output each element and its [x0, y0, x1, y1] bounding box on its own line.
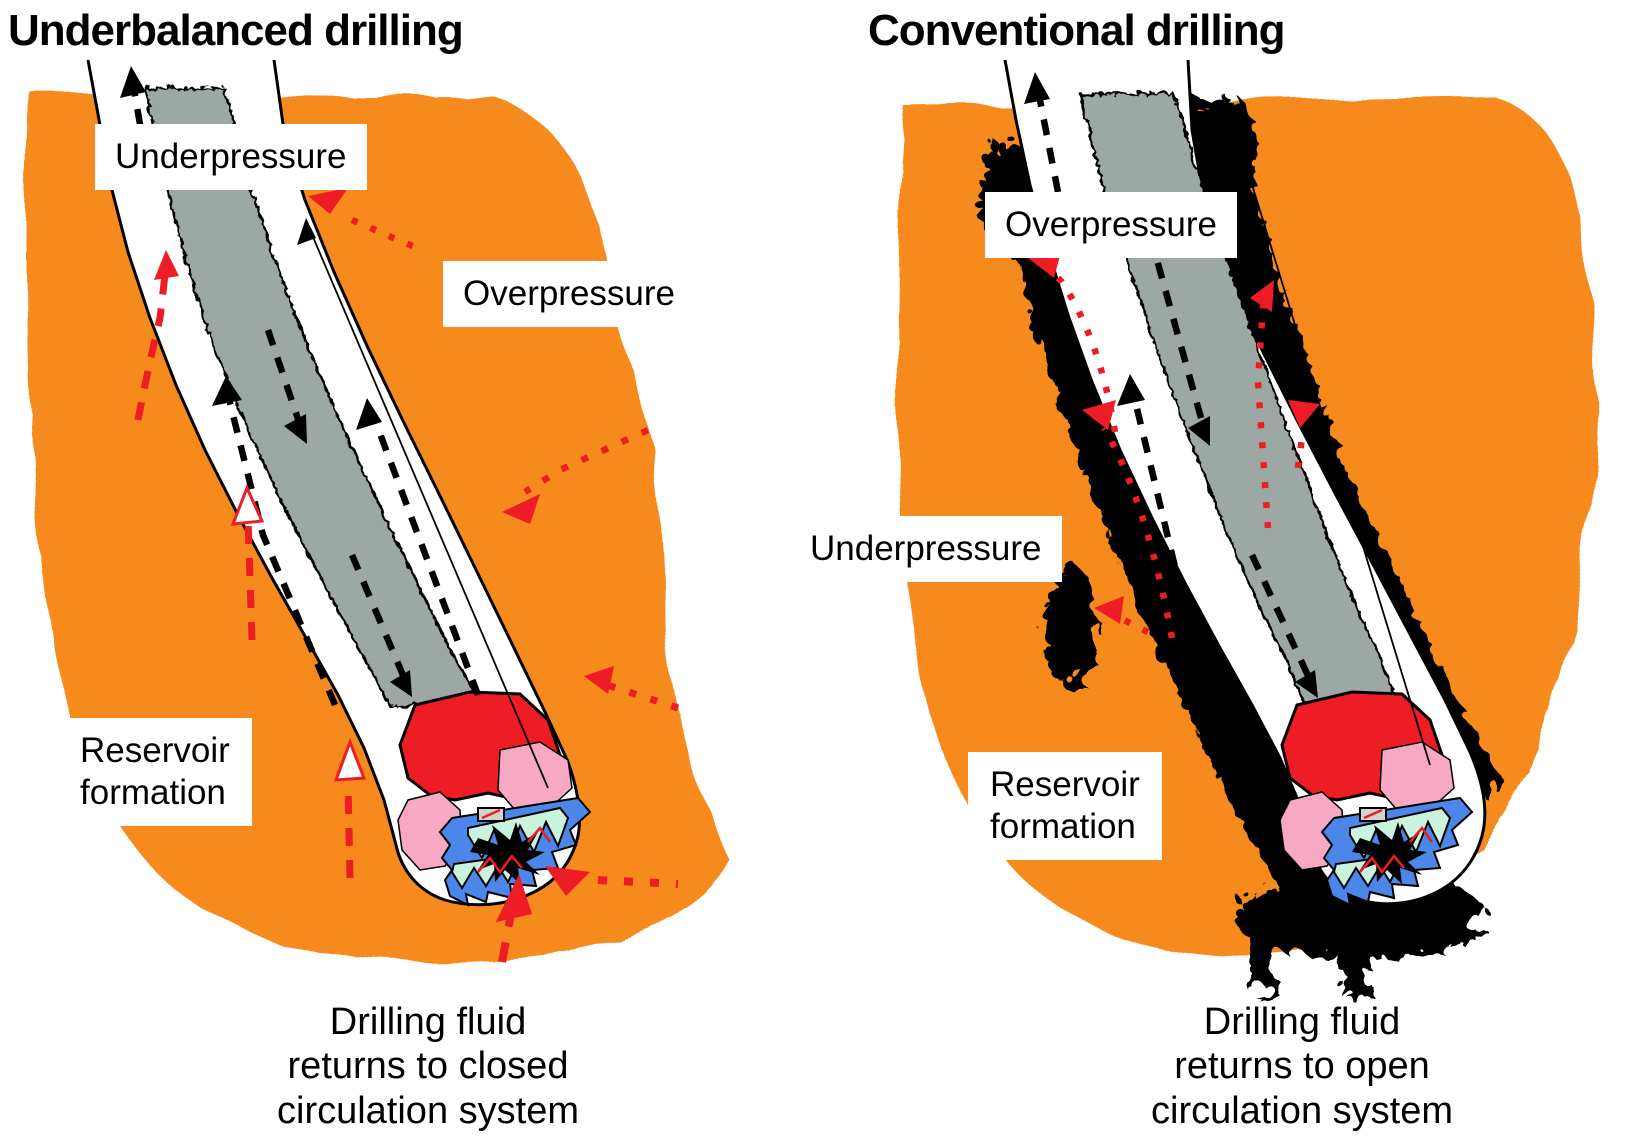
inflow-dash-annulus [244, 517, 256, 641]
return-line [1249, 177, 1431, 766]
inflow-arrowhead-bit [545, 866, 590, 896]
annulus-up-arrow-right [369, 413, 482, 697]
surface-exit-arrowhead [1024, 72, 1050, 104]
left-overpressure-label: Overpressure [443, 261, 696, 327]
annulus-up-arrowhead-right [356, 398, 382, 430]
inflow-arrowhead-wall [333, 737, 367, 782]
pipe-down-arrow-2 [349, 553, 408, 682]
left-panel-title: Underbalanced drilling [8, 6, 464, 55]
mud-flow-arrows-right [1024, 72, 1431, 766]
pipe-down-arrow-2 [1249, 553, 1313, 682]
inflow-dash-wall [344, 781, 354, 879]
right-underpressure-label: Underpressure [790, 516, 1062, 582]
right-reservoir-label: Reservoir formation [968, 752, 1162, 860]
inflow-arrows-left [134, 188, 680, 963]
left-caption: Drilling fluid returns to closed circula… [248, 1000, 608, 1133]
pipe-down-arrow [1146, 234, 1207, 426]
right-panel-title: Conventional drilling [868, 6, 1286, 55]
pipe-down-arrowhead-2 [390, 670, 412, 697]
pipe-down-arrowhead [284, 414, 307, 444]
inflow-dash-left [134, 265, 170, 421]
left-caption-line3: circulation system [277, 1089, 579, 1132]
outflow-dots-lowerleft [1114, 613, 1150, 635]
annulus-up-arrowhead [212, 376, 242, 406]
right-caption-line1: Drilling fluid [1203, 1001, 1401, 1043]
mudcake-drip-1 [1242, 914, 1270, 990]
right-caption: Drilling fluid returns to open circulati… [1122, 1000, 1482, 1133]
return-line-arrowhead [1238, 164, 1258, 192]
inflow-dots-top [350, 217, 420, 252]
outflow-arrowhead-midleft [1082, 400, 1116, 430]
outflow-arrowhead-topright [1250, 280, 1274, 312]
left-caption-line1: Drilling fluid [329, 1001, 527, 1043]
inflow-arrowhead-bit-2 [584, 666, 614, 694]
annulus-up-arrow [224, 394, 338, 707]
mudcake-blob-midleft [1036, 556, 1088, 680]
inflow-arrowhead-bottom [496, 874, 532, 922]
wellbore-wall-right [1003, 59, 1487, 906]
annulus-up-arrowhead [1117, 374, 1145, 406]
left-reservoir-line2: formation [80, 773, 226, 812]
pipe-down-arrowhead [1188, 416, 1210, 446]
pipe-down-arrowhead-2 [1295, 670, 1318, 698]
inflow-arrowhead-annulus [230, 484, 265, 526]
outflow-arrowhead-lowerleft [1094, 596, 1124, 624]
right-caption-line3: circulation system [1151, 1089, 1453, 1132]
left-caption-line2: returns to closed [287, 1045, 569, 1088]
left-reservoir-label: Reservoir formation [58, 718, 252, 826]
right-overpressure-label: Overpressure [985, 192, 1238, 258]
surface-exit-arrowhead [120, 66, 146, 98]
right-caption-line2: returns to open [1174, 1045, 1430, 1088]
mudcake-blob-topright [1213, 90, 1247, 214]
right-reservoir-line2: formation [990, 807, 1136, 846]
mudcake-drip-2 [1330, 927, 1362, 993]
return-line-arrowhead [297, 218, 316, 245]
return-line [309, 229, 549, 789]
inflow-arrowhead-mid [502, 494, 540, 524]
mud-flow-arrows-left [120, 66, 549, 789]
annulus-up-arrow [1129, 391, 1199, 651]
left-underpressure-label: Underpressure [95, 124, 367, 190]
left-reservoir-line1: Reservoir [80, 731, 230, 770]
inflow-arrowhead-left [154, 250, 179, 280]
outflow-arrowhead-midright [1288, 400, 1320, 428]
inflow-arrowhead-top [308, 188, 348, 214]
right-reservoir-line1: Reservoir [990, 765, 1140, 804]
